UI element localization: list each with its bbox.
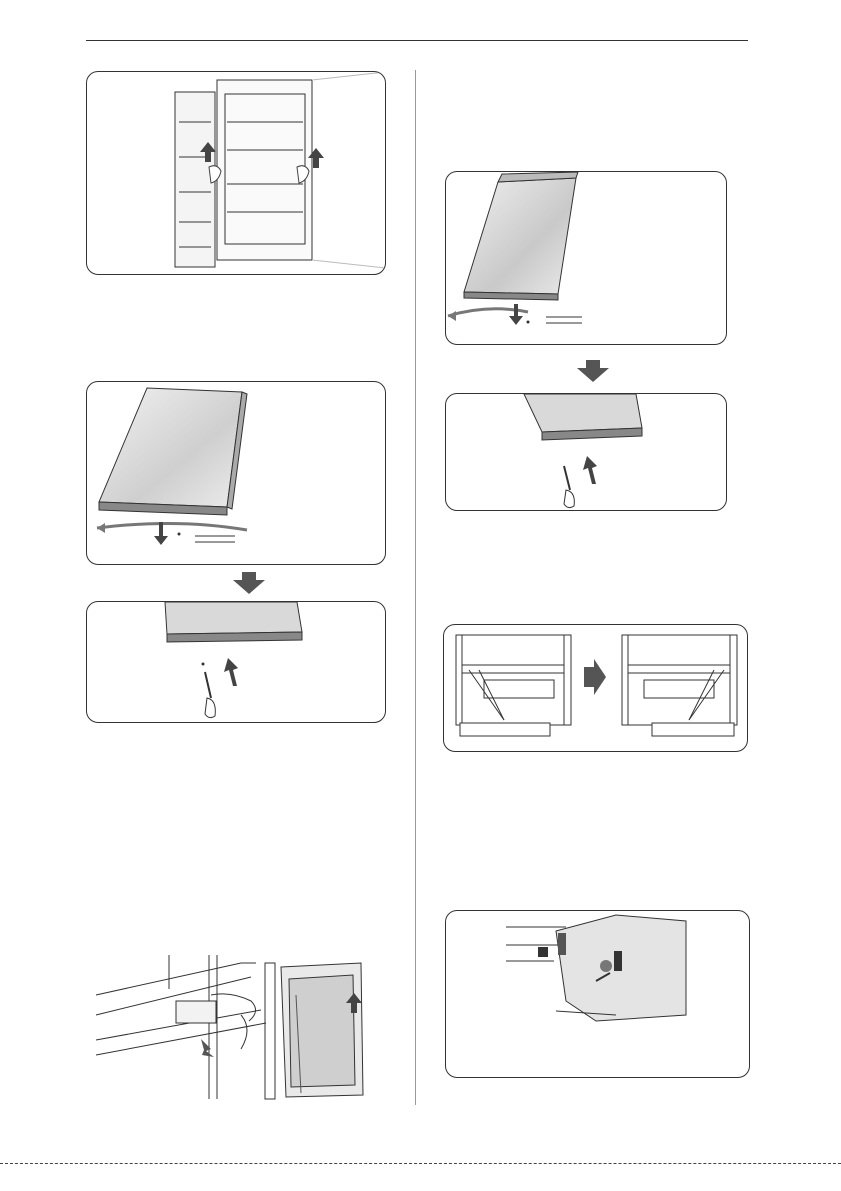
pliers-icon (201, 1039, 214, 1057)
header-rule (86, 40, 748, 41)
right-arrow-icon (584, 659, 606, 695)
door-top-screw-detail-figure (445, 393, 727, 511)
hinge-parts-figure (445, 910, 750, 1078)
door-bottom-screw-detail-figure (86, 601, 386, 723)
hinge-removal-figure (91, 955, 391, 1103)
down-arrow-icon (577, 360, 609, 382)
bottom-cut-line (0, 1163, 841, 1164)
screwdriver-icon (205, 672, 215, 718)
down-arrow-icon (233, 572, 265, 594)
hinge-swap-figure (443, 624, 748, 752)
door-bottom-screw-figure (86, 381, 386, 565)
door-top-screw-figure (445, 171, 727, 345)
screwdriver-icon (564, 466, 574, 508)
column-divider (415, 70, 416, 1105)
door-lift-off-figure (86, 71, 386, 275)
